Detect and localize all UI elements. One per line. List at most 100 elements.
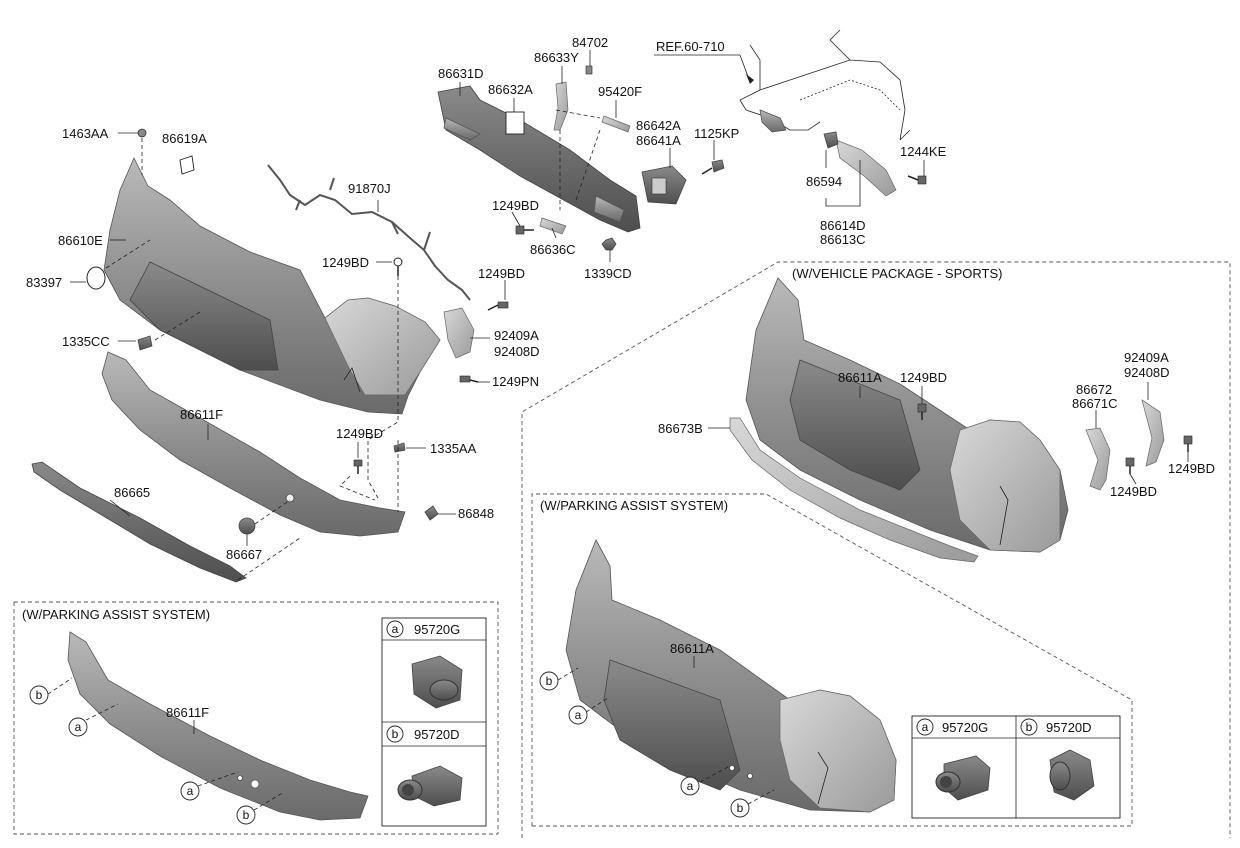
body-panel-edge [799,79,901,111]
garnish-86672 [1085,427,1111,491]
leader [339,475,376,501]
label-1125KP: 1125KP [694,126,739,141]
reflector-opening [343,367,361,393]
callout-letter: b [546,674,553,688]
sports-diffuser-86673B [729,417,979,563]
wiring-harness-91870J [267,164,471,301]
label-1249BD: 1249BD [336,426,383,441]
reflector-92409A-sports [1141,399,1165,467]
leader [585,697,609,713]
sensor-code: 95720G [414,622,460,637]
label-86672: 86672 [1076,382,1112,397]
label-84702: 84702 [572,35,608,50]
section-title-pas-right: (W/PARKING ASSIST SYSTEM) [540,498,728,513]
label-91870J: 91870J [348,181,391,196]
screw-1249BD-a [393,257,403,276]
clip-1463AA [137,128,147,138]
label-1244KE: 1244KE [900,144,947,159]
part-labels: 1463AA 86619A 86610E 83397 1335CC 86611F… [22,35,1215,720]
sensor-code: 95720D [1046,720,1092,735]
pas-bumper-corner [779,689,897,813]
skid-plate-86665 [31,461,247,583]
reflector-92409A [443,307,475,359]
callout-b-pr1: b [539,671,559,691]
label-92408D: 92408D [1124,365,1170,380]
label-86611A: 86611A [670,641,714,656]
sensor-table-right: a 95720G b 95720D [911,715,1121,819]
label-86619A: 86619A [162,131,207,146]
sensor-hole [285,493,295,503]
callout-letter: a [75,720,82,734]
label-ref: REF.60-710 [656,39,725,54]
ref-body-group [654,29,927,207]
clip-1335CC [137,335,153,351]
bumper-cover-lower-face [129,261,279,371]
bracket-86633Y [553,81,569,131]
label-92408D: 92408D [494,344,540,359]
pas-right-frame [531,493,1133,827]
absorber-detail [593,195,625,223]
callout-letter: b [243,808,250,822]
leader [197,771,239,787]
sensor-95720G-image [411,655,463,709]
sports-bumper-corner [949,419,1061,553]
screw-1249BD-c [353,459,363,474]
label-86641A: 86641A [636,133,681,148]
callout-letter: b [737,801,744,815]
label-95420F: 95420F [598,84,642,99]
main-bumper-group [31,128,509,583]
label-86632A: 86632A [488,82,533,97]
label-1249PN: 1249PN [492,374,539,389]
clip-86594 [823,131,839,149]
screw-1249BD-b [487,301,509,311]
callout-a-pl1: a [68,717,88,737]
pas-left-frame [13,601,499,835]
body-panel-outline [739,29,911,141]
screw-1249BD-d [515,225,534,235]
bumper-cover-corner [324,297,441,396]
sensor-code: 95720G [942,720,988,735]
label-1249BD: 1249BD [322,255,369,270]
body-bracket [759,109,787,133]
label-86633Y: 86633Y [534,50,579,65]
leader [367,276,399,499]
energy-absorber-86631D [437,85,641,233]
pad-86632A [505,111,525,135]
cap-86667 [238,517,256,535]
callout-b-pl1: b [29,685,49,705]
callout-letter: b [36,688,43,702]
pas-left-section: b a a b a 95720G b 95720D [13,601,499,835]
screw-1249PN [459,375,479,383]
callout-b-pl2: b [236,805,256,825]
pas-reflector-opening [817,751,829,805]
bracket-86614D [835,139,897,197]
leader [555,109,601,210]
leader [254,499,291,525]
callout-b-pr2: b [730,798,750,818]
sports-section-frame [521,261,1231,838]
pas-diffuser-86611F [67,631,369,821]
screw-1244KE [907,175,927,185]
label-1249BD: 1249BD [1168,461,1215,476]
leader [253,791,285,811]
label-1335AA: 1335AA [430,441,477,456]
sensor-95720G-image [935,755,991,801]
label-86665: 86665 [114,485,150,500]
label-86611F: 86611F [180,407,223,422]
leader [237,537,301,581]
label-1249BD: 1249BD [478,266,525,281]
screw-1249BD-g [1183,435,1193,452]
clip-86848 [424,505,439,521]
label-86848: 86848 [458,506,494,521]
clip-1335AA [393,442,406,453]
leader [85,703,119,721]
bracket-86636C [539,217,567,235]
label-92409A: 92409A [1124,350,1169,365]
label-86594: 86594 [806,174,842,189]
absorber-detail [443,117,481,141]
label-86611F: 86611F [166,705,209,720]
emblem-ring-83397 [86,266,106,290]
lower-diffuser-86611F [101,351,406,537]
sensor-letter: b [1026,720,1033,734]
